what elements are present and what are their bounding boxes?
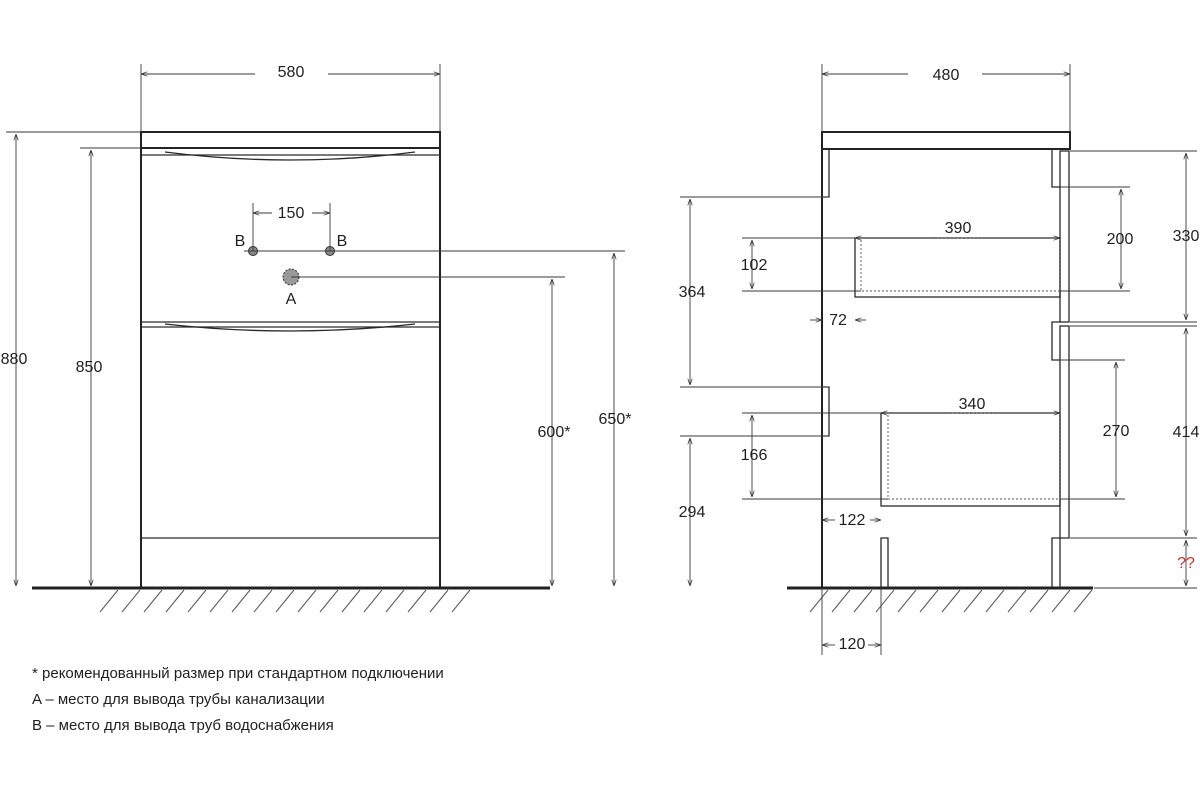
side-bottom-drawer-front: [1059, 325, 1070, 539]
legend-note: * рекомендованный размер при стандартном…: [32, 665, 444, 682]
side-view: 480 364 102 390 200 330 72 340 270 414 1…: [679, 64, 1200, 655]
side-dim-120-label: 120: [839, 636, 866, 653]
front-countertop: [140, 131, 441, 149]
side-top-drawer: [854, 237, 1061, 298]
side-bottom-drawer: [880, 412, 1061, 507]
front-width-label: 580: [278, 64, 305, 81]
side-front-handle-top: [1051, 148, 1060, 188]
side-dim-340-label: 340: [959, 396, 986, 413]
side-dim-390-label: 390: [945, 220, 972, 237]
side-dim-72-label: 72: [829, 312, 847, 329]
front-floor-hatching: [99, 589, 471, 613]
side-top-drawer-front: [1059, 150, 1070, 323]
front-total-height-label: 880: [1, 351, 28, 368]
side-back-bump-middle: [822, 386, 830, 437]
side-floor-hatching: [809, 589, 1093, 613]
side-dim-270-label: 270: [1103, 423, 1130, 440]
legend-supply: B – место для вывода труб водоснабжения: [32, 717, 334, 734]
side-dim-unknown-label: ??: [1177, 555, 1195, 572]
drain-height-label: 600*: [538, 424, 571, 441]
legend-drain: A – место для вывода трубы канализации: [32, 691, 325, 708]
front-cabinet-body: [140, 147, 441, 589]
side-front-handle-bottom: [1051, 537, 1060, 588]
supply-height-label: 650*: [599, 411, 632, 428]
side-dim-330-label: 330: [1173, 228, 1200, 245]
supply-label-left: B: [235, 233, 246, 250]
side-countertop: [821, 131, 1071, 150]
front-bottom-drawer-handle: [164, 323, 416, 332]
side-dim-122-label: 122: [839, 512, 866, 529]
drain-label: A: [286, 291, 297, 308]
side-dim-200-label: 200: [1107, 231, 1134, 248]
side-front-handle-middle: [1051, 321, 1060, 361]
side-back-bump-bottom: [880, 537, 889, 588]
front-body-height-label: 850: [76, 359, 103, 376]
side-dim-414-label: 414: [1173, 424, 1200, 441]
holes-spacing-label: 150: [278, 205, 305, 222]
supply-label-right: B: [337, 233, 348, 250]
side-back-bump-top: [822, 148, 830, 198]
side-dim-166-label: 166: [741, 447, 768, 464]
side-dim-102-label: 102: [741, 257, 768, 274]
side-dim-294-label: 294: [679, 504, 706, 521]
front-top-drawer-handle: [164, 151, 416, 161]
front-view: 580 880 850 150 B B A 600* 650*: [1, 64, 632, 613]
side-dim-364-label: 364: [679, 284, 706, 301]
side-depth-label: 480: [933, 67, 960, 84]
